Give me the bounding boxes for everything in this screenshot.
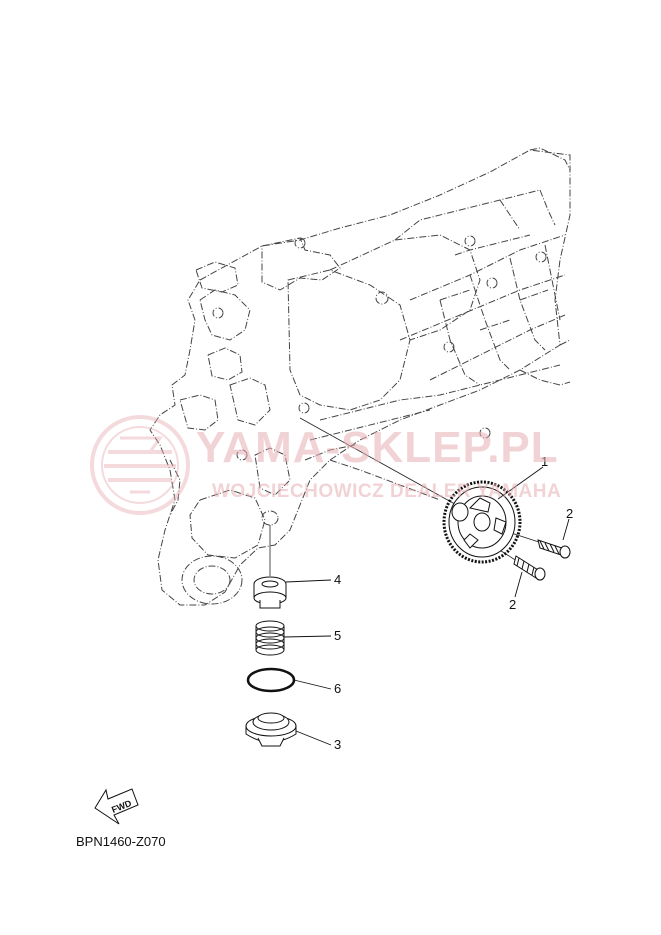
crankcase-outline — [149, 147, 571, 606]
oil-pump-gear — [442, 480, 522, 564]
bolt-upper — [537, 539, 571, 559]
bolt-lower — [513, 555, 546, 581]
callout-6: 6 — [334, 681, 341, 696]
strainer-cap — [253, 576, 287, 609]
watermark: YAMA-SKLEP.PL WOJCIECHOWICZ DEALER YAMAH… — [90, 415, 561, 515]
callout-5: 5 — [334, 628, 341, 643]
callout-3: 3 — [334, 737, 341, 752]
o-ring — [246, 667, 296, 693]
fwd-arrow-icon: FWD — [94, 788, 139, 825]
callout-leaders — [283, 466, 570, 746]
watermark-title: YAMA-SKLEP.PL — [196, 423, 559, 472]
callout-4: 4 — [334, 572, 341, 587]
watermark-subtitle: WOJCIECHOWICZ DEALER YAMAHA — [212, 481, 561, 502]
callout-2-upper: 2 — [566, 506, 573, 521]
drain-plug — [245, 712, 297, 747]
callout-labels: 1 2 2 3 4 5 6 — [334, 454, 573, 752]
watermark-logo — [90, 415, 190, 515]
callout-2-lower: 2 — [509, 597, 516, 612]
compression-spring — [255, 620, 285, 656]
callout-1: 1 — [541, 454, 548, 469]
diagram-code: BPN1460-Z070 — [76, 834, 166, 849]
